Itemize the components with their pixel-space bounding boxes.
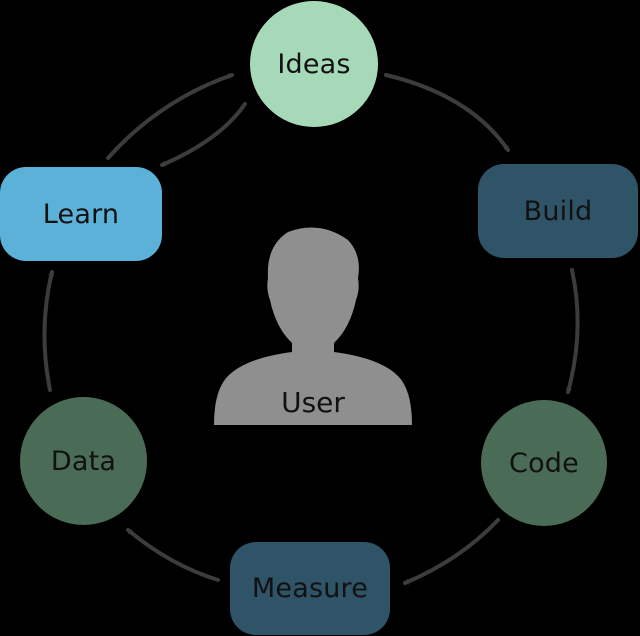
node-ideas-label: Ideas [277, 48, 351, 80]
node-data: Data [20, 397, 147, 525]
node-learn-label: Learn [42, 198, 120, 230]
arrow-ideas-to-build [384, 73, 510, 152]
user-label: User [281, 385, 345, 419]
node-measure: Measure [230, 542, 390, 635]
arrow-code-to-measure [402, 518, 500, 585]
node-learn: Learn [0, 167, 162, 261]
arrow-data-to-learn [42, 269, 55, 392]
arrow-learn-to-ideas [106, 73, 235, 160]
node-code: Code [481, 400, 607, 526]
node-measure-label: Measure [251, 573, 369, 604]
arrow-ideas-to-learn [159, 102, 247, 167]
arrow-measure-to-data [126, 528, 220, 582]
node-build: Build [478, 164, 638, 258]
node-build-label: Build [523, 195, 593, 227]
node-data-label: Data [50, 445, 117, 477]
node-ideas: Ideas [250, 1, 378, 127]
node-code-label: Code [509, 447, 579, 479]
arrow-build-to-code [566, 268, 580, 395]
